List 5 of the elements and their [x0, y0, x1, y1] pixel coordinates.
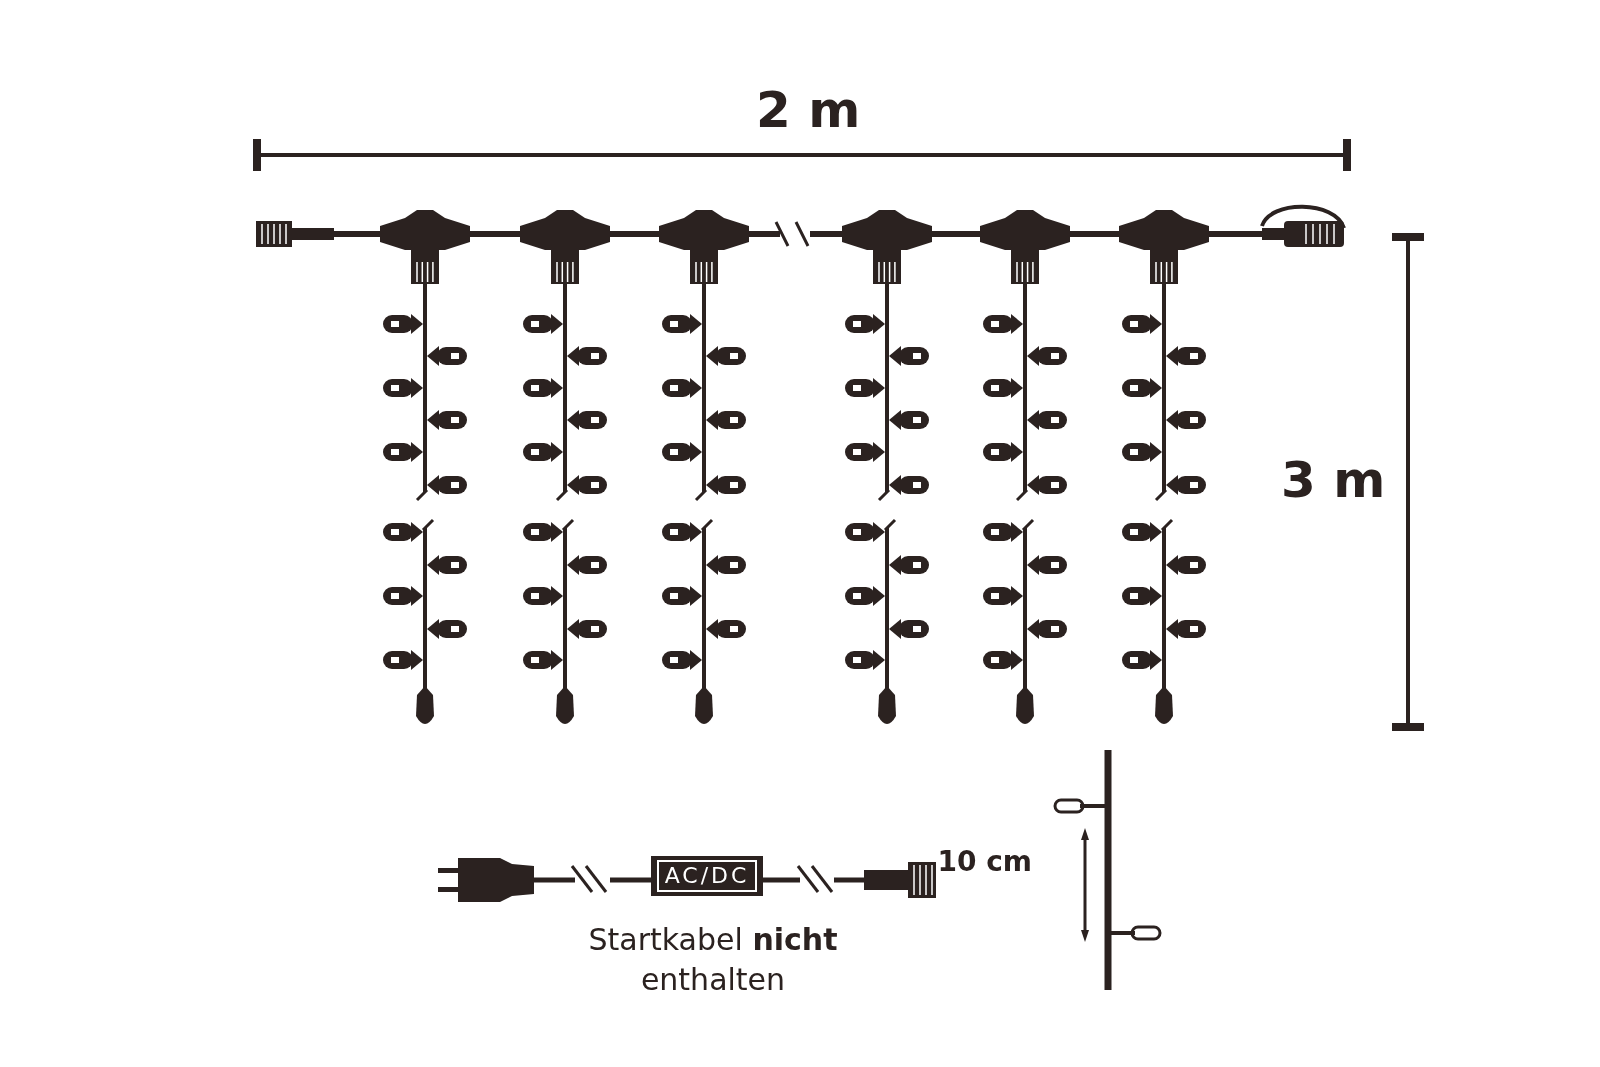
dimension-label: 2 m	[756, 81, 861, 139]
note-text: Startkabel nicht enthalten	[587, 921, 839, 999]
converter-box: AC/DC	[651, 856, 763, 896]
dimension-label: 10 cm	[937, 845, 1032, 878]
dimension-label: 3 m	[1281, 451, 1386, 509]
